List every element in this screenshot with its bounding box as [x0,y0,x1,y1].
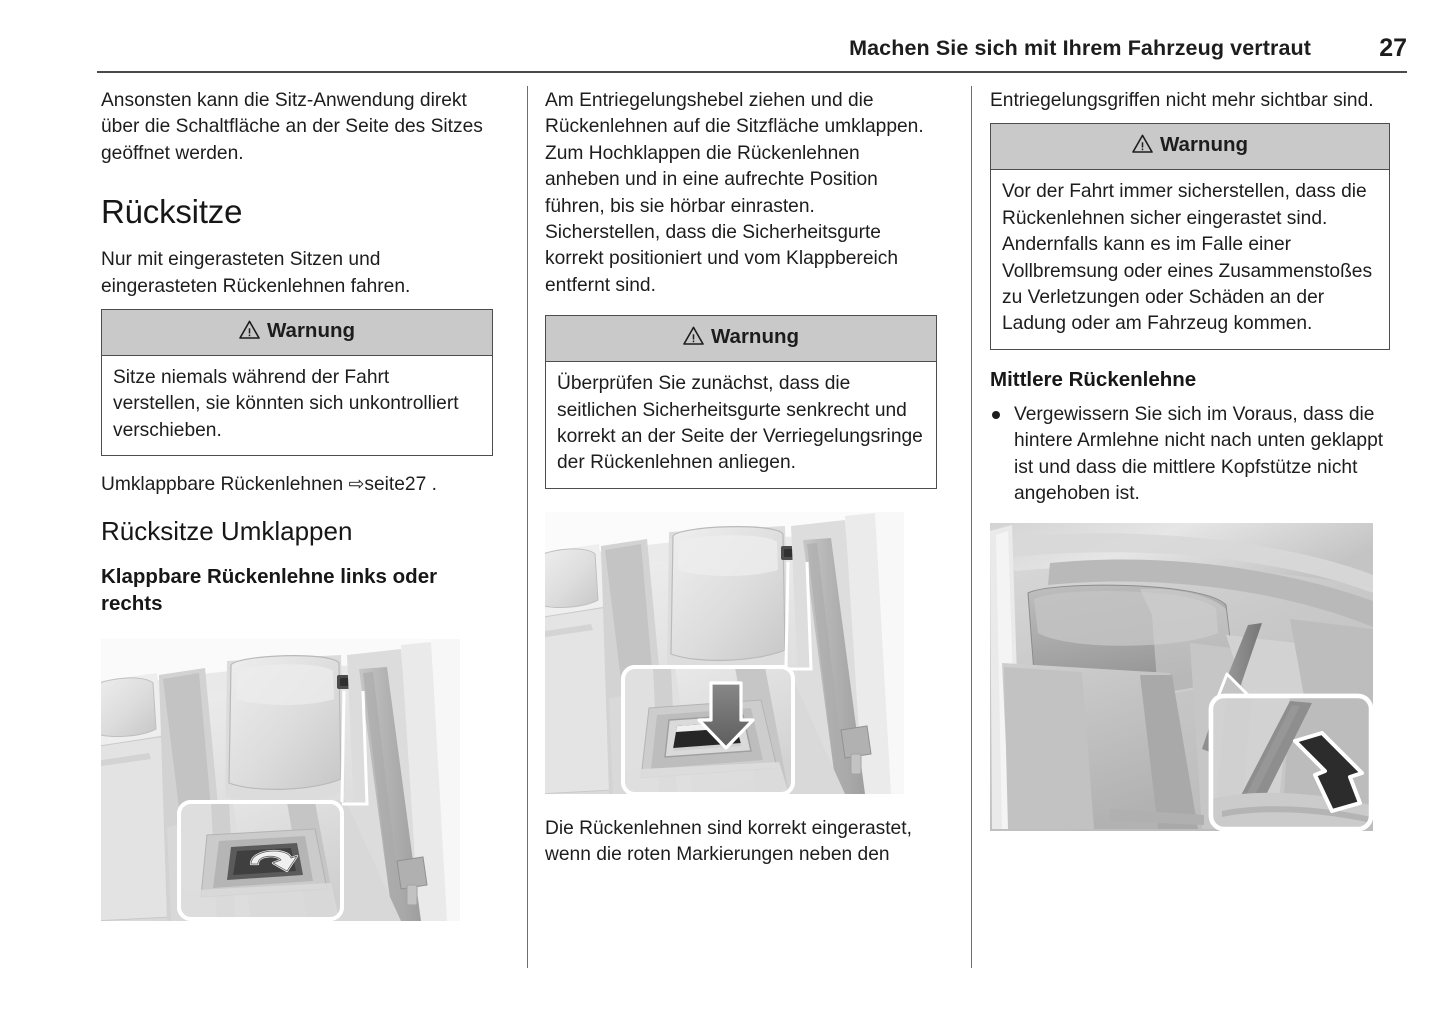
spacer [101,499,493,515]
header-divider [97,71,1407,73]
paragraph-hochklappen: Zum Hochklappen die Rückenlehnen anheben… [545,142,878,217]
warning-box-3-title: Warnung [1159,133,1249,157]
cross-reference-target[interactable]: seite27 [364,474,427,496]
warning-box-2-title: Warnung [710,325,800,349]
spacer [101,456,493,472]
spacer [545,794,937,816]
figure-centre-backrest-armrest [990,523,1390,832]
spacer [101,231,493,247]
cross-reference-trailing: . [431,474,437,496]
spacer [990,114,1390,123]
paragraph-einrasten: Nur mit eingerasteten Sitzen und eingera… [101,249,411,297]
warning-triangle-icon [1132,134,1153,159]
warning-box-3-body: Vor der Fahrt immer sicherstellen, dass … [1002,181,1373,335]
heading-klappbare-ruecklehne: Klappbare Rückenlehne links oder rechts [101,564,438,615]
bullet-dot-icon [992,410,1000,419]
heading-ruecksitze-umklappen: Rücksitze Umklappen [101,515,353,546]
spacer [545,489,937,512]
warning-box-2-header: Warnung [546,316,936,363]
heading-mittlere-ruecklehne: Mittlere Rückenlehne [990,367,1197,391]
cross-reference-text: Umklappbare Rückenlehnen [101,474,344,496]
spacer [545,299,937,315]
paragraph-entriegelungshebel: Am Entriegelungshebel ziehen und die Rüc… [545,90,924,138]
warning-box-3-header: Warnung [991,124,1389,171]
spacer [990,393,1390,402]
spacer [101,167,493,193]
list-item-label: Vergewissern Sie sich im Voraus, dass di… [1014,403,1384,505]
paragraph-continuation: Entriegelungsgriffen nicht mehr sichtbar… [990,90,1374,111]
spacer [990,350,1390,366]
warning-box-1-header: Warnung [102,310,492,357]
warning-triangle-icon [683,326,704,351]
spacer [990,507,1390,523]
warning-box-1: Warnung Sitze niemals während der Fahrt … [101,309,493,457]
page-number: 27 [1379,34,1407,62]
paragraph-rote-markierungen: Die Rückenlehnen sind korrekt eingeraste… [545,817,912,866]
warning-box-1-title: Warnung [266,319,356,343]
figure-seat-latch-press-down [545,511,937,794]
spacer [101,547,493,563]
warning-box-2: Warnung Überprüfen Sie zunächst, dass di… [545,315,937,489]
list-item: Vergewissern Sie sich im Voraus, dass di… [990,402,1390,508]
page-title: Machen Sie sich mit Ihrem Fahrzeug vertr… [849,36,1311,60]
page-header: Machen Sie sich mit Ihrem Fahrzeug vertr… [97,34,1407,74]
intro-paragraph: Ansonsten kann die Sitz-Anwendung direkt… [101,90,483,164]
column-divider-1 [527,86,528,968]
column-divider-2 [971,86,972,968]
cross-reference-arrow-icon: ⇨ [348,474,365,496]
warning-box-2-body: Überprüfen Sie zunächst, dass die seitli… [557,373,923,474]
cross-reference-line: Umklappbare Rückenlehnen ⇨seite27 . [101,472,493,498]
figure-rear-seat-release-lever [101,638,493,921]
warning-triangle-icon [239,320,260,345]
heading-ruecksitze: Rücksitze [101,193,243,231]
warning-box-1-body: Sitze niemals während der Fahrt verstell… [113,367,459,441]
column-1: Ansonsten kann die Sitz-Anwendung direkt… [101,88,493,921]
column-3: Entriegelungsgriffen nicht mehr sichtbar… [990,88,1390,832]
spacer [101,617,493,639]
paragraph-sicherstellen: Sicherstellen, dass die Sicherheitsgurte… [545,222,899,296]
bullet-list: Vergewissern Sie sich im Voraus, dass di… [990,402,1390,508]
spacer [101,300,493,309]
column-2: Am Entriegelungshebel ziehen und die Rüc… [545,88,937,869]
warning-box-3: Warnung Vor der Fahrt immer sicherstelle… [990,123,1390,350]
